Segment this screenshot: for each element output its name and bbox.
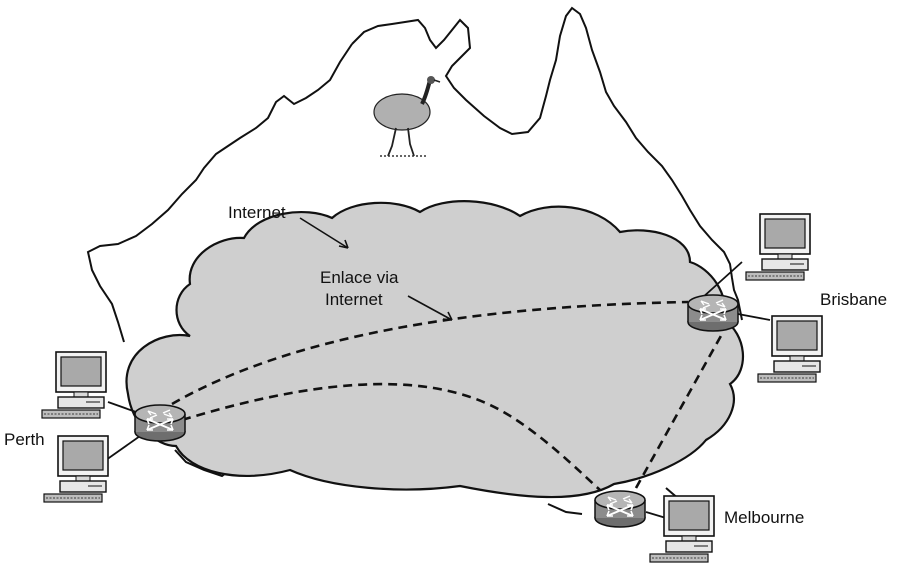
- link-label-line1: Enlace via: [320, 268, 399, 287]
- router-perth: [134, 404, 186, 442]
- emu-icon: [373, 76, 441, 157]
- link-label-line2: Internet: [325, 290, 383, 309]
- cable-brisbane-top: [701, 261, 743, 299]
- melbourne-label: Melbourne: [724, 508, 804, 527]
- router-melbourne: [594, 490, 646, 528]
- perth-label: Perth: [4, 430, 45, 449]
- internet-label: Internet: [228, 203, 286, 222]
- router-brisbane: [687, 294, 739, 332]
- computer-perth-1: [41, 351, 107, 419]
- computer-brisbane-1: [745, 213, 811, 281]
- link-perth-brisbane: [171, 300, 689, 406]
- internet-label-arrow: [299, 217, 349, 249]
- link-label-arrow: [407, 295, 453, 321]
- cable-perth-top: [107, 401, 137, 413]
- link-perth-melbourne: [181, 382, 601, 491]
- cable-perth-bottom: [105, 435, 141, 461]
- computer-perth-2: [43, 435, 109, 503]
- australia-map-outline-west: [86, 43, 353, 343]
- computer-brisbane-2: [757, 315, 823, 383]
- australia-map-outline: [351, 6, 743, 321]
- cable-melbourne: [645, 511, 667, 519]
- cable-brisbane-bottom: [737, 313, 771, 321]
- computer-melbourne-1: [649, 495, 715, 563]
- brisbane-label: Brisbane: [820, 290, 887, 309]
- cloud-icon: [125, 200, 744, 499]
